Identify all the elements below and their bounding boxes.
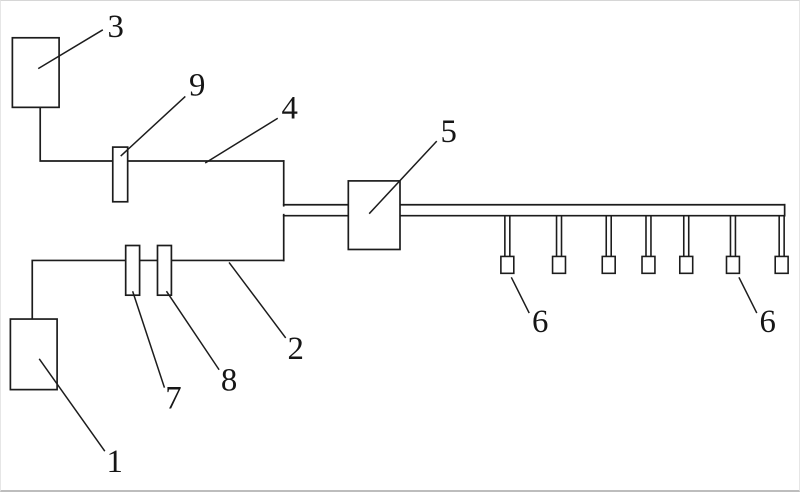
leader-line-4 bbox=[204, 117, 279, 164]
leader-line-8 bbox=[165, 290, 220, 371]
leader-line-9 bbox=[120, 95, 186, 157]
emitter-box bbox=[500, 255, 515, 275]
ref-label-6-right: 6 bbox=[760, 304, 776, 340]
ref-label-9: 9 bbox=[189, 67, 205, 103]
ref-label-3: 3 bbox=[108, 9, 124, 45]
emitter-drop bbox=[725, 215, 741, 275]
leader-line-6-left bbox=[510, 276, 530, 314]
emitter-drop bbox=[601, 215, 616, 275]
emitter-drop bbox=[774, 215, 789, 275]
ref-label-4: 4 bbox=[281, 90, 297, 126]
leader-line-1 bbox=[38, 358, 106, 452]
leader-line-5 bbox=[368, 140, 438, 215]
emitter-box bbox=[725, 255, 741, 275]
leader-line-3 bbox=[37, 29, 104, 70]
emitter-drop bbox=[500, 215, 515, 275]
emitter-box bbox=[678, 255, 694, 275]
supply-line-bottom bbox=[31, 259, 285, 320]
supply-line-top bbox=[39, 106, 285, 162]
mixer-5-box bbox=[347, 180, 401, 251]
emitter-drop bbox=[678, 215, 694, 275]
ref-label-5: 5 bbox=[441, 114, 457, 150]
ref-label-7: 7 bbox=[165, 381, 181, 417]
ref-label-1: 1 bbox=[107, 444, 123, 480]
leader-line-6-right bbox=[738, 276, 758, 314]
ref-label-8: 8 bbox=[221, 363, 237, 399]
emitter-drop bbox=[641, 215, 656, 275]
emitter-box bbox=[774, 255, 789, 275]
leader-line-2 bbox=[228, 261, 287, 339]
ref-label-6-left: 6 bbox=[532, 304, 548, 340]
leader-line-7 bbox=[131, 290, 166, 388]
valve-8-box bbox=[156, 244, 173, 297]
emitter-box bbox=[601, 255, 616, 275]
valve-7-box bbox=[124, 244, 141, 297]
tank-3-box bbox=[11, 36, 60, 109]
emitter-box bbox=[551, 255, 567, 275]
emitter-drop bbox=[551, 215, 567, 275]
emitter-box bbox=[641, 255, 656, 275]
ref-label-2: 2 bbox=[287, 331, 303, 367]
tank-1-box bbox=[9, 318, 58, 391]
valve-9-box bbox=[111, 146, 129, 203]
